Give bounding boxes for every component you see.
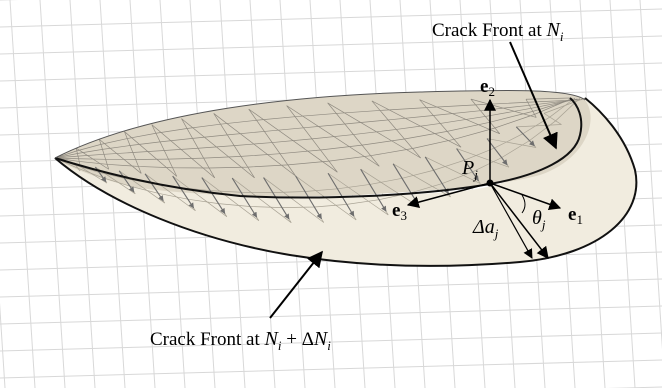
grid-line xyxy=(39,0,66,388)
grid-line xyxy=(0,302,6,388)
mesh-diagonal xyxy=(470,98,537,118)
mesh-diagonal xyxy=(419,99,500,135)
mesh-column xyxy=(75,148,81,165)
mesh-diagonal xyxy=(516,124,562,128)
e3-label: e3 xyxy=(392,200,407,223)
mesh-column xyxy=(525,99,537,118)
grid-line xyxy=(0,359,662,379)
advance-arrow xyxy=(118,170,135,193)
mesh-column xyxy=(98,139,110,170)
advance-arrow xyxy=(201,177,226,215)
point-label: Pj xyxy=(461,157,478,182)
mesh-column xyxy=(543,113,562,125)
e1-vector-arrow xyxy=(489,182,562,211)
current-crack-surface xyxy=(55,90,591,197)
front-advanced-callout-arrow xyxy=(269,250,323,319)
grid-line xyxy=(69,0,96,388)
delta-a-arrow-2 xyxy=(489,182,533,259)
mesh-diagonal xyxy=(232,177,292,223)
grid-line xyxy=(0,278,662,298)
mesh-column xyxy=(213,113,255,179)
grid-line xyxy=(0,35,662,55)
grid-line xyxy=(369,0,396,388)
mesh-diagonal xyxy=(181,118,255,179)
mesh-diagonal xyxy=(124,131,178,177)
mesh-column xyxy=(470,98,501,134)
mesh-column xyxy=(327,102,380,167)
mesh-diagonal xyxy=(425,156,481,184)
theta-label: θj xyxy=(532,207,546,232)
advance-arrow xyxy=(424,156,450,195)
grid-line xyxy=(0,332,662,352)
upper-surface-outline xyxy=(54,89,586,159)
mesh-column xyxy=(124,131,142,174)
point-pj xyxy=(486,179,494,187)
grid-line xyxy=(0,305,662,325)
mesh-diagonal xyxy=(151,124,215,179)
mesh-diagonal xyxy=(118,170,166,204)
mesh-diagonal xyxy=(213,113,296,177)
mesh-diagonal xyxy=(456,148,510,168)
advanced-crack-surface xyxy=(55,98,637,266)
mesh-column xyxy=(151,124,178,177)
mesh-column xyxy=(248,108,296,177)
delta-a-label: Δaj xyxy=(472,216,499,241)
advance-arrow xyxy=(360,168,387,212)
e3-vector-arrow xyxy=(406,182,491,208)
mesh-diagonal xyxy=(525,97,571,100)
advance-arrow xyxy=(172,175,195,209)
e1-label: e1 xyxy=(568,204,583,227)
mesh-diagonal xyxy=(371,100,462,148)
mesh-diagonal xyxy=(99,139,142,174)
mesh-column xyxy=(419,99,462,148)
mesh-diagonal xyxy=(248,108,338,173)
crack-front-current xyxy=(54,97,583,199)
advance-arrow xyxy=(263,177,290,220)
front-current-callout-arrow xyxy=(509,41,558,150)
theta-angle-arc xyxy=(521,194,526,214)
mesh-diagonal xyxy=(327,102,421,159)
advance-arrow xyxy=(144,173,164,202)
front-advanced-label: Crack Front at Ni + ΔNi xyxy=(150,328,331,353)
advance-arrow xyxy=(327,172,355,217)
front-current-label: Crack Front at Ni xyxy=(432,19,564,44)
mesh-diagonal xyxy=(327,172,389,216)
grid-line xyxy=(639,0,662,350)
mesh-column xyxy=(286,105,338,173)
mesh-diagonal xyxy=(144,173,196,212)
mesh-diagonal xyxy=(172,175,228,217)
mesh-diagonal xyxy=(286,105,380,167)
upper-surface-mesh xyxy=(54,97,583,179)
advance-arrow xyxy=(456,148,479,182)
mesh-column xyxy=(371,100,421,159)
mesh-column xyxy=(181,118,216,179)
mesh-diagonal xyxy=(486,138,537,148)
mesh-diagonal xyxy=(263,177,324,223)
advance-arrow xyxy=(515,126,535,147)
delta-a-arrow xyxy=(489,182,549,259)
crack-front-advanced xyxy=(54,97,638,267)
advance-arrow xyxy=(231,177,258,218)
grid-line xyxy=(9,0,36,388)
grid-line xyxy=(0,8,662,28)
crack-advance-arrows xyxy=(94,126,535,220)
grid-line xyxy=(0,62,662,82)
mesh-diagonal xyxy=(76,147,109,170)
mesh-diagonal xyxy=(201,177,260,221)
e2-label: e2 xyxy=(480,76,495,99)
